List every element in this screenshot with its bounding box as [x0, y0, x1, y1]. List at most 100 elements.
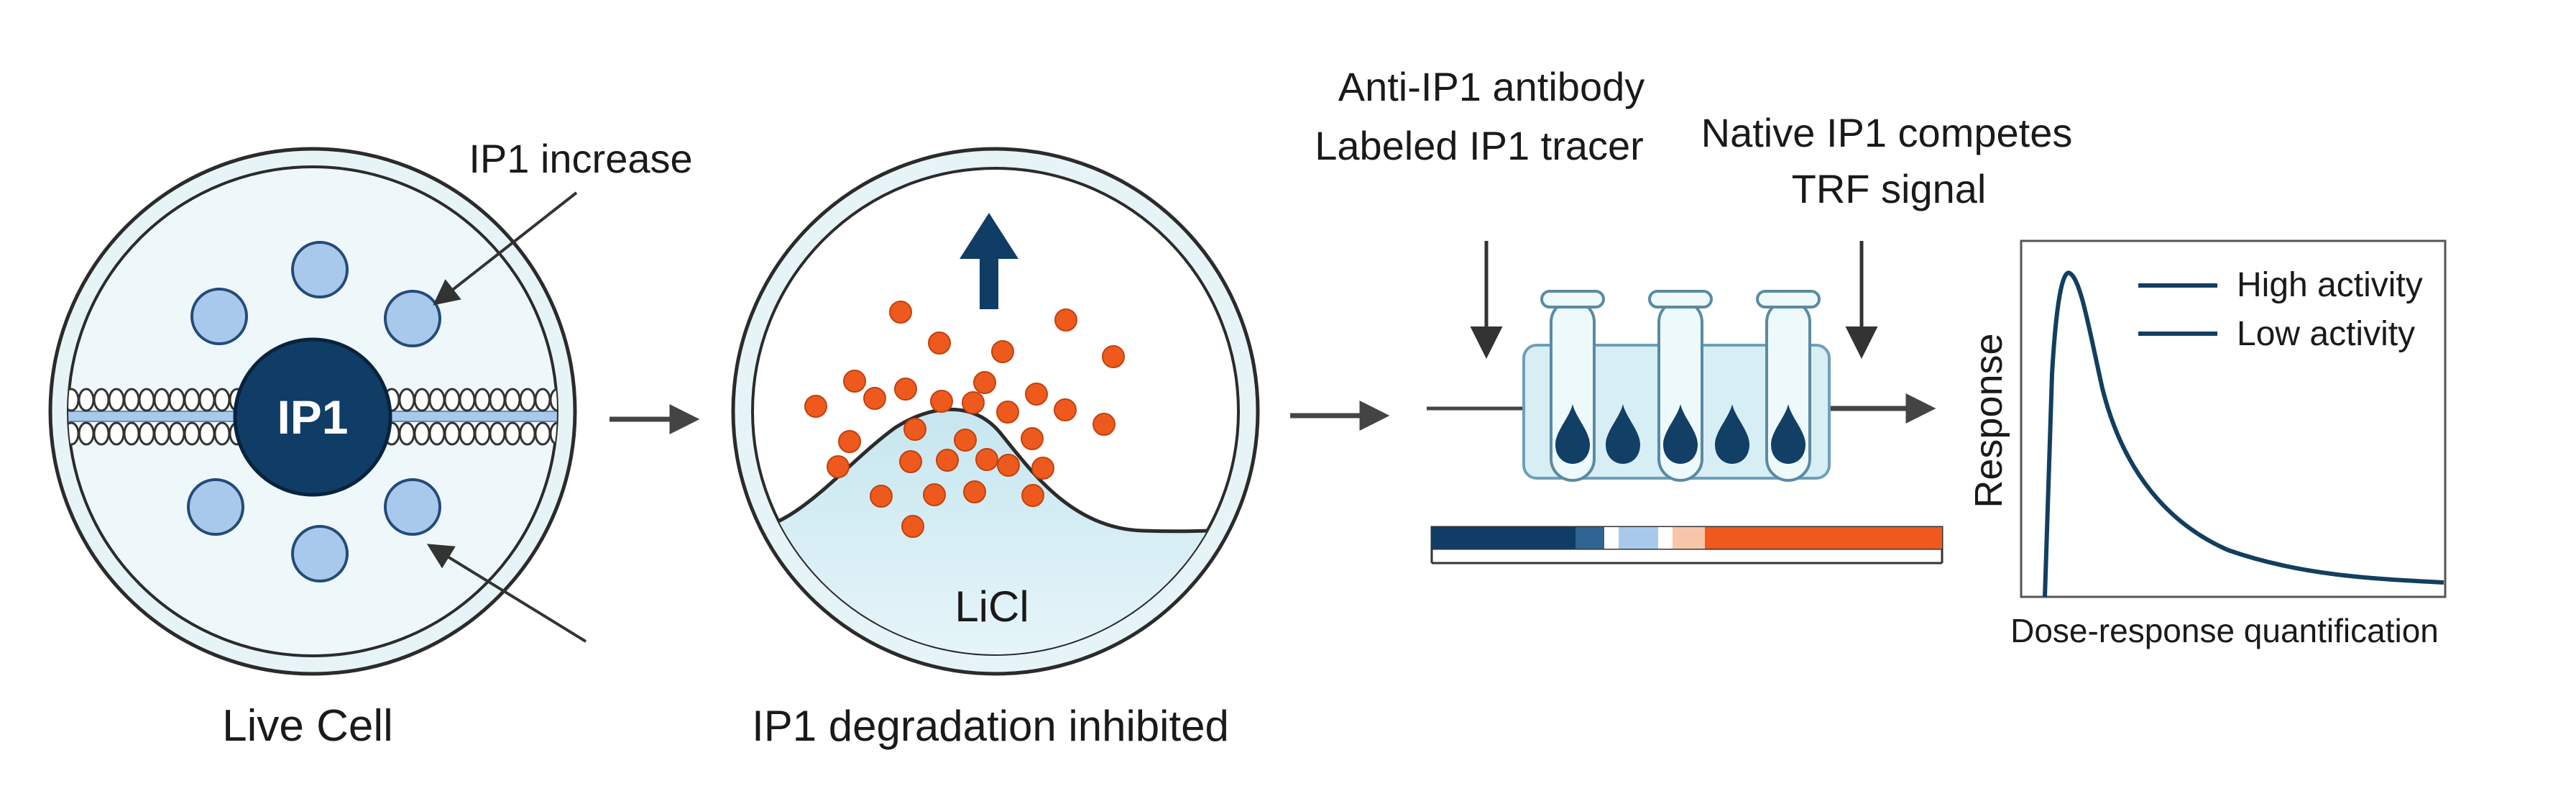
lipid-head — [428, 388, 446, 412]
lipid-head — [549, 421, 557, 446]
ip1-core — [233, 337, 392, 497]
lipid-head — [474, 388, 491, 412]
ip1-molecule — [975, 448, 998, 471]
ip1-molecule — [843, 370, 866, 393]
lipid-head — [489, 421, 506, 446]
lipid-head — [549, 388, 557, 412]
ip1-molecule — [1092, 413, 1116, 436]
ip1-molecule — [827, 455, 850, 478]
lipid-head — [504, 388, 521, 412]
lipid-head — [413, 388, 431, 412]
ip1-molecule — [930, 390, 953, 413]
ip1-molecules — [804, 301, 1125, 538]
ip1-molecule — [1025, 383, 1048, 406]
vesicle — [190, 288, 248, 345]
ip1-molecule — [863, 387, 886, 410]
lipid-head — [459, 421, 476, 446]
ip1-molecule — [901, 515, 924, 538]
lipid-head — [123, 421, 140, 446]
drop-icon — [1771, 404, 1806, 464]
vesicle — [384, 478, 441, 536]
ip1-molecule — [894, 378, 917, 401]
plot-frame — [2020, 239, 2447, 598]
lipid-head — [93, 421, 110, 446]
vesicle — [187, 478, 244, 536]
drop-icon — [1663, 404, 1698, 464]
legend-high-label: High activity — [2237, 266, 2423, 304]
ip1-molecule — [1102, 345, 1125, 368]
lipid-head — [213, 421, 231, 446]
live-cell-title: Live Cell — [222, 701, 393, 751]
lipid-head — [504, 421, 521, 446]
ip1-molecule — [928, 332, 951, 355]
ip1-molecule — [804, 395, 827, 418]
liquid-surface — [753, 409, 1238, 654]
ip1-molecule — [1054, 398, 1077, 421]
lipid-head — [93, 388, 110, 412]
vesicle — [291, 525, 349, 582]
ip1-core-label: IP1 — [277, 390, 348, 444]
ip1-molecule — [997, 454, 1020, 477]
lipid-head — [474, 421, 491, 446]
ip1-molecule — [903, 418, 926, 441]
ip1-molecule — [1021, 427, 1044, 450]
ip1-molecule — [991, 340, 1014, 363]
ip1-molecule — [936, 449, 959, 472]
callout-arrow-top — [433, 191, 578, 306]
licl-panel: LiCl IP1 degradation inhibited — [731, 147, 1260, 750]
drop-icon — [1555, 404, 1590, 464]
lipid-head — [138, 421, 155, 446]
lipid-head — [183, 421, 201, 446]
live-cell-panel: IP1 IP1 increase Live Cell — [48, 136, 693, 751]
lipid-heads — [68, 388, 557, 446]
response-curve — [2043, 270, 2444, 598]
licl-label: LiCl — [954, 582, 1029, 631]
ip1-molecule — [870, 485, 893, 508]
lipid-head — [108, 388, 125, 412]
lipid-head — [519, 388, 536, 412]
ip1-molecule — [1054, 308, 1077, 332]
lipid-bilayer — [68, 388, 557, 446]
ip1-molecule — [954, 429, 977, 452]
lipid-head — [183, 388, 201, 412]
trf-signal-label: TRF signal — [1792, 166, 1987, 211]
drops — [1555, 404, 1806, 464]
ip1-molecule — [838, 430, 861, 453]
drop-icon — [1715, 404, 1749, 464]
lipid-head — [213, 388, 231, 412]
legend-low-label: Low activity — [2237, 315, 2415, 353]
lipid-head — [108, 421, 125, 446]
lipid-head — [534, 388, 551, 412]
lipid-head — [168, 421, 185, 446]
y-axis-label: Response — [1967, 333, 2010, 508]
vesicle — [384, 290, 441, 347]
trf-assay-panel: Anti-IP1 antibody Labeled IP1 tracer Nat… — [1315, 64, 2073, 565]
lipid-head — [168, 388, 185, 412]
ip1-molecule — [963, 480, 986, 503]
liquid-line — [753, 407, 1238, 534]
ip1-molecule — [962, 391, 985, 414]
lipid-head — [153, 421, 170, 446]
competes-label: Native IP1 competes — [1701, 110, 2073, 155]
tracer-label: Labeled IP1 tracer — [1315, 123, 1644, 168]
ip1-molecule — [889, 301, 912, 324]
lipid-head — [78, 421, 95, 446]
vesicle — [291, 241, 349, 298]
ip1-vesicles — [187, 241, 441, 582]
lipid-head — [78, 388, 95, 412]
dose-response-panel: Response Dose-response quantification Hi… — [1967, 239, 2447, 649]
signal-scale-bar — [1430, 526, 1944, 565]
ip1-molecule — [1031, 457, 1054, 480]
lipid-head — [459, 388, 476, 412]
lipid-head — [153, 388, 170, 412]
licl-title: IP1 degradation inhibited — [752, 702, 1229, 750]
ip1-molecule — [899, 450, 922, 473]
lipid-head — [534, 421, 551, 446]
antibody-label: Anti-IP1 antibody — [1338, 64, 1644, 109]
lipid-head — [428, 421, 446, 446]
lipid-head — [519, 421, 536, 446]
arrow-up-icon — [960, 213, 1018, 309]
lipid-head — [398, 388, 415, 412]
ip1-increase-label: IP1 increase — [469, 136, 692, 181]
